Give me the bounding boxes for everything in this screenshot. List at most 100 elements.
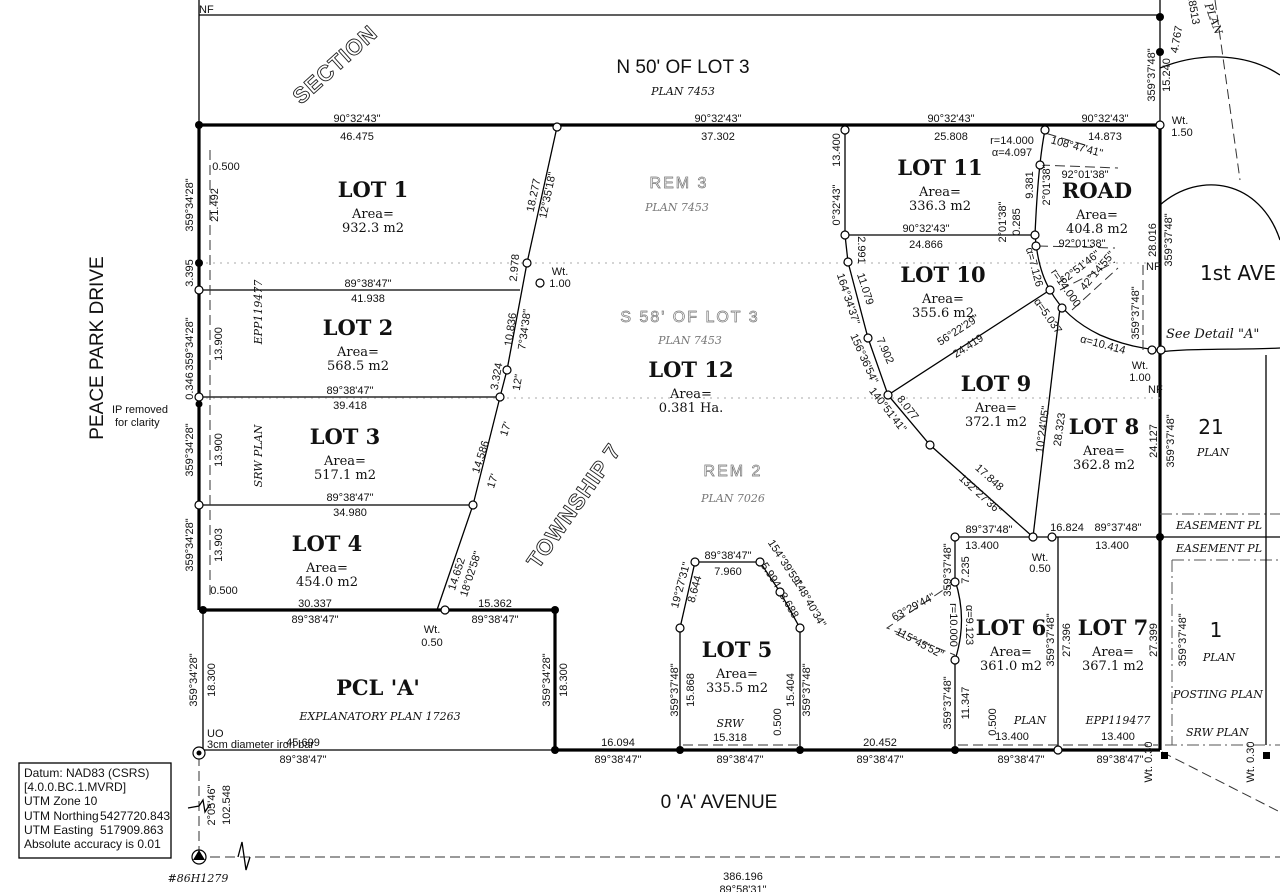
dimension-label: 14.586: [470, 439, 492, 475]
dimension-label: 10°24'05": [1034, 405, 1052, 453]
dimension-label: 0°32'43": [831, 184, 843, 225]
survey-pins: [191, 13, 1270, 865]
dimension-label: 13.400: [831, 133, 843, 167]
dimension-label: 359°37'48": [1165, 414, 1177, 467]
dimension-label: 359°37'48": [942, 676, 954, 729]
dimension-label: 1.00: [1129, 372, 1150, 384]
lot-area-label: Area=: [918, 185, 961, 200]
dimension-label: 39.418: [333, 400, 367, 412]
lot1-east-number: 1: [1210, 618, 1223, 642]
dimension-label: 12": [511, 373, 526, 391]
dimension-label: 90°32'43": [694, 113, 741, 125]
nf-note: NF: [199, 4, 214, 16]
dimension-label: 11.079: [854, 272, 876, 307]
see-detail-label: See Detail "A": [1166, 327, 1259, 342]
dimension-label: 359°37'48": [801, 663, 813, 716]
dimension-label: 17': [485, 472, 501, 489]
dimension-label: 20.452: [863, 737, 897, 749]
dimension-label: 92°01'38": [1058, 238, 1105, 250]
dimension-label: 2.978: [508, 254, 522, 282]
dimension-label: 386.196: [723, 871, 763, 883]
lot-area: 0.381 Ha.: [659, 401, 724, 416]
dimension-label: 89°38'47": [997, 754, 1044, 766]
region-n50-lot3: N 50' OF LOT 3: [616, 57, 749, 78]
plan-boundary-dashed: [1214, 0, 1241, 181]
dimension-label: 359°37'48": [1163, 213, 1175, 266]
dimension-label: α=9.123: [963, 605, 975, 645]
ip-removed-note: IP removed: [112, 404, 168, 416]
lot-area: 362.8 m2: [1073, 458, 1135, 473]
dimension-label: 359°34'28": [184, 423, 196, 476]
lot9-lot8-line: [1032, 307, 1061, 538]
dimension-label: 0.500: [210, 585, 238, 597]
dimension-label: α=4.097: [992, 147, 1032, 159]
dimension-label: 89°38'47": [1096, 754, 1143, 766]
dimension-label: 89°38'47": [344, 278, 391, 290]
dimension-label: 90°32'43": [927, 113, 974, 125]
lot-area: 568.5 m2: [327, 359, 389, 374]
dimension-label: 2.991: [855, 236, 867, 264]
dimension-label: 13.400: [1095, 540, 1129, 552]
dimension-label: 13.903: [213, 528, 225, 562]
dimension-label: 89°38'47": [704, 550, 751, 562]
datum-box: [18, 762, 172, 859]
dimension-label: 89°38'47": [716, 754, 763, 766]
dimension-label: 13.900: [213, 433, 225, 467]
break-symbol-v: [187, 798, 211, 814]
dimension-label: 63°29'44": [890, 591, 937, 624]
lot-area: 336.3 m2: [909, 199, 971, 214]
dimension-label: 90°32'43": [1081, 113, 1128, 125]
dimension-label: 0.500: [987, 708, 999, 736]
lot-area: 361.0 m2: [980, 659, 1042, 674]
dimension-label: 14.873: [1088, 131, 1122, 143]
dimension-label: 7.960: [714, 566, 742, 578]
dimension-label: Wt. 0.30: [1143, 742, 1155, 783]
dimension-label: 2°05'46": [206, 784, 218, 825]
dimension-label: 28.323: [1052, 412, 1069, 447]
lot-area: 372.1 m2: [965, 415, 1027, 430]
dimension-label: r=14.000: [990, 135, 1034, 147]
dimension-label: 17': [498, 420, 514, 437]
road-curve-top: [1159, 56, 1280, 76]
ip-removed-note: for clarity: [115, 417, 160, 429]
lot-area-label: Area=: [1075, 208, 1118, 223]
lot-area-label: Area=: [669, 387, 712, 402]
dimension-label: 11.347: [960, 687, 972, 720]
lot-area: 335.5 m2: [706, 681, 768, 696]
region-s58-lot3: S 58' OF LOT 3: [620, 309, 759, 326]
tangent-dash-1: [1044, 132, 1086, 146]
monument-label: #86H1279: [168, 872, 229, 885]
dimension-label: 359°34'28": [184, 178, 196, 231]
dimension-label: 46.475: [340, 131, 374, 143]
lot-area: 932.3 m2: [342, 221, 404, 236]
dimension-label: 15.404: [785, 673, 797, 707]
dimension-label: 21.492: [209, 188, 221, 222]
dimension-label: Wt.: [424, 624, 441, 636]
pcl-a-plan: EXPLANATORY PLAN 17263: [298, 710, 460, 723]
dimension-label: 25.808: [934, 131, 968, 143]
dimension-label: 37.302: [701, 131, 735, 143]
dimension-label: 89°58'31": [719, 884, 766, 892]
dimension-label: 0.500: [212, 161, 240, 173]
lot-name: LOT 12: [648, 357, 733, 382]
dimension-label: 4.767: [1169, 25, 1186, 54]
dimension-label: 359°34'28": [541, 653, 553, 706]
dimension-label: 9.381: [1024, 171, 1036, 199]
dimension-label: 89°38'47": [471, 614, 518, 626]
dimension-label: 359°37'48": [1146, 48, 1158, 101]
dimension-label: 1.50: [1171, 127, 1192, 139]
tangent-dash-2: [1039, 164, 1119, 169]
dimension-label: 18.300: [558, 663, 570, 697]
dimension-label: 89°37'48": [965, 524, 1012, 536]
utm-northing-value: 5427720.843: [100, 809, 170, 823]
lot1-east-plan: PLAN: [1202, 651, 1236, 664]
dimension-label: 0.500: [772, 708, 784, 736]
dimension-label: 0.50: [1029, 563, 1050, 575]
datum-text: Datum: NAD83 (CSRS): [24, 766, 149, 780]
radius-dash: [885, 581, 956, 656]
epp-plan-label: EPP119477: [1085, 714, 1151, 727]
dimension-label: 359°34'28": [184, 518, 196, 571]
dimension-label: 10.836: [503, 312, 520, 347]
